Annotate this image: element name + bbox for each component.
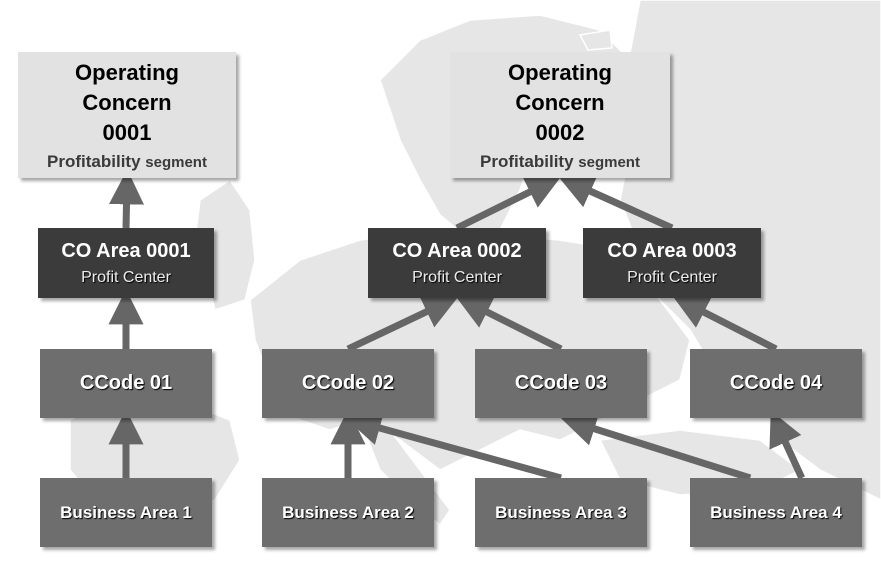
arrow-ccode-03-to-co-area-0002: [455, 296, 563, 353]
business-area-1: Business Area 1: [40, 478, 212, 547]
ccode-04: CCode 04: [690, 349, 862, 418]
operating-concern-label: Operating: [508, 60, 612, 85]
operating-concern-label: Concern: [515, 90, 605, 115]
profit-center-label: Profit Center: [412, 269, 502, 286]
profit-center-label: Profit Center: [81, 269, 171, 286]
business-area-label: Business Area 4: [710, 502, 842, 522]
co-area-0001: CO Area 0001 Profit Center: [38, 228, 214, 298]
ccode-label: CCode 03: [514, 372, 608, 394]
arrow-co-area-0003-to-operating-concern-0002: [558, 175, 674, 232]
arrow-co-area-0002-to-operating-concern-0002: [455, 176, 562, 232]
business-area-label: Business Area 1: [60, 502, 192, 522]
ccode-02: CCode 02: [262, 349, 434, 418]
ccode-03: CCode 03: [475, 349, 647, 418]
operating-concern-number: 0002: [535, 120, 585, 145]
operating-concern-label: Concern: [82, 90, 172, 115]
operating-concern-0001: Operating Concern 0001 Profitability seg…: [18, 52, 236, 178]
arrow-co-area-0001-to-operating-concern-0001: [109, 169, 145, 229]
arrow-ccode-04-to-co-area-0003: [672, 296, 778, 353]
operating-concern-label: Operating: [75, 60, 179, 85]
arrow-business-area-4-to-ccode-04: [769, 410, 805, 480]
ccode-01: CCode 01: [40, 349, 212, 418]
business-area-label: Business Area 2: [282, 502, 414, 522]
business-area-4: Business Area 4: [690, 478, 862, 547]
profitability-segment-label: Profitability segment: [480, 152, 640, 171]
co-area-title: CO Area 0003: [607, 240, 737, 262]
ccode-label: CCode 01: [79, 372, 173, 394]
ccode-label: CCode 04: [729, 372, 823, 394]
ccode-label: CCode 02: [301, 372, 395, 394]
operating-concern-number: 0001: [102, 120, 152, 145]
business-area-3: Business Area 3: [475, 478, 647, 547]
co-area-title: CO Area 0001: [61, 240, 191, 262]
business-area-label: Business Area 3: [495, 502, 627, 522]
profitability-segment-label: Profitability segment: [47, 152, 207, 171]
co-area-0003: CO Area 0003 Profit Center: [583, 228, 761, 298]
operating-concern-0002: Operating Concern 0002 Profitability seg…: [450, 52, 670, 178]
arrow-business-area-4-to-ccode-03: [560, 412, 752, 482]
profit-center-label: Profit Center: [627, 269, 717, 286]
map-region-island: [578, 29, 613, 51]
arrow-business-area-3-to-ccode-02: [345, 411, 562, 482]
co-area-0002: CO Area 0002 Profit Center: [368, 228, 546, 298]
co-area-title: CO Area 0002: [392, 240, 522, 262]
arrow-ccode-02-to-co-area-0002: [346, 295, 459, 353]
business-area-2: Business Area 2: [262, 478, 434, 547]
